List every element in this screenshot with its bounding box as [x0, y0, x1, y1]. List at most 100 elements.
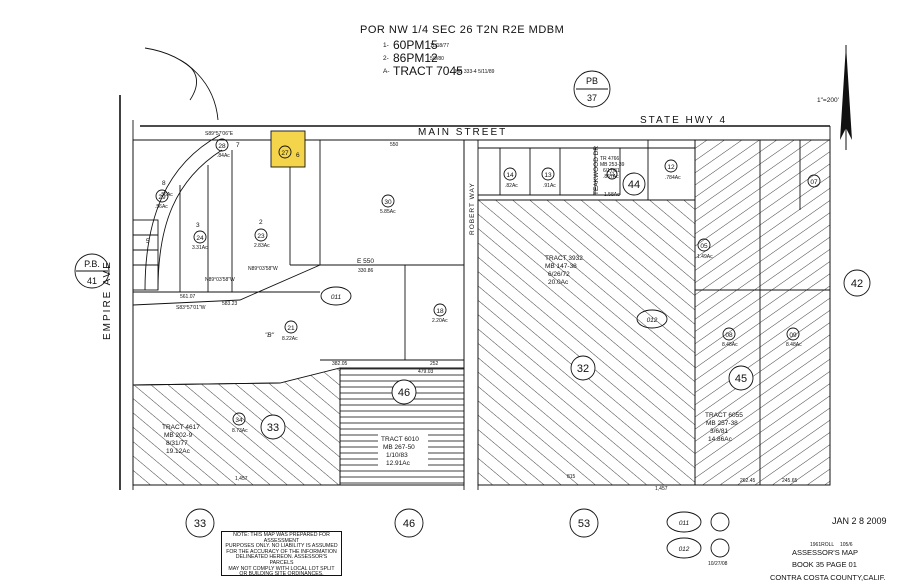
svg-text:14: 14 — [506, 172, 514, 179]
svg-text:45: 45 — [735, 373, 747, 385]
note-line-1: NOTE: THIS MAP WAS PREPARED FOR ASSESSME… — [233, 532, 330, 544]
svg-text:561.07: 561.07 — [180, 294, 196, 300]
lot-8-acres: .56Ac — [160, 192, 173, 198]
parcel-34[interactable]: 348.73Ac — [232, 412, 248, 434]
parcel-18[interactable]: 182.20Ac — [432, 303, 448, 324]
svg-text:1,457: 1,457 — [655, 486, 668, 492]
neighbor-page-33: 33 — [185, 508, 215, 538]
tract-6055-area — [694, 139, 831, 486]
svg-text:46: 46 — [398, 387, 410, 399]
svg-text:8.48Ac: 8.48Ac — [722, 342, 738, 348]
parcel-12[interactable]: 12 .784Ac — [664, 159, 681, 181]
parcel-27[interactable]: 27 6 — [278, 145, 300, 159]
dimension-labels: 550 S89°57'06"E N89°03'58"W S83°57'01"W … — [176, 131, 798, 492]
svg-text:.91Ac: .91Ac — [543, 183, 556, 189]
parcel-29[interactable]: 29.56Ac — [155, 189, 169, 210]
note-line-3: FOR THE ACCURACY OF THE INFORMATION — [226, 548, 337, 555]
svg-text:N89°03'58"W: N89°03'58"W — [248, 266, 278, 272]
pb-41-marker: P.B. 41 — [74, 253, 110, 289]
svg-text:05: 05 — [700, 243, 708, 250]
pb-left-label: P.B. — [84, 259, 100, 269]
svg-text:27: 27 — [281, 150, 289, 157]
parcel-24[interactable]: 24 3.31Ac — [192, 230, 208, 251]
svg-text:19.12Ac: 19.12Ac — [166, 448, 191, 455]
note-line-2: PURPOSES ONLY. NO LIABILITY IS ASSUMED — [225, 543, 338, 550]
robert-way-label: ROBERT WAY — [469, 182, 476, 235]
svg-text:24: 24 — [196, 235, 204, 242]
pb-37-marker: PB 37 — [573, 70, 611, 108]
lot-3-label: 3 — [196, 222, 200, 229]
parcel-11[interactable]: 111.58Ac — [604, 168, 620, 198]
ref-2-num: 2- — [383, 55, 389, 62]
svg-text:33: 33 — [267, 422, 279, 434]
stamp-date: JAN 2 8 2009 — [832, 516, 887, 526]
main-street-label: MAIN STREET — [418, 127, 507, 138]
svg-text:1,457: 1,457 — [235, 476, 248, 482]
svg-text:18: 18 — [436, 308, 444, 315]
map-footer: 1961ROLL 105/6 ASSESSOR'S MAP BOOK 35 PA… — [770, 542, 886, 582]
svg-text:42: 42 — [851, 278, 863, 290]
svg-text:21: 21 — [287, 325, 295, 332]
lot-5-label: 5 — [146, 238, 150, 245]
legend-date: 10/27/08 — [708, 561, 728, 567]
svg-text:5.85Ac: 5.85Ac — [380, 209, 396, 215]
svg-text:S89°57'06"E: S89°57'06"E — [205, 131, 234, 137]
svg-text:N89°03'58"W: N89°03'58"W — [205, 277, 235, 283]
svg-text:TRACT 4617: TRACT 4617 — [162, 424, 200, 431]
parcel-30[interactable]: 30 5.85Ac — [380, 194, 396, 215]
svg-text:BOOK 35 PAGE 01: BOOK 35 PAGE 01 — [792, 560, 857, 569]
ref-1-code: 60PM15 — [393, 38, 438, 52]
parcel-07[interactable]: 07 — [807, 174, 821, 188]
hatched-tracts — [132, 139, 831, 486]
svg-text:53: 53 — [578, 518, 590, 530]
parcel-13[interactable]: 13 .91Ac — [541, 167, 556, 189]
svg-text:S83°57'01"W: S83°57'01"W — [176, 305, 206, 311]
svg-text:TR 4766: TR 4766 — [600, 156, 619, 162]
svg-text:382.05: 382.05 — [332, 361, 348, 367]
disclaimer-note: NOTE: THIS MAP WAS PREPARED FOR ASSESSME… — [221, 531, 342, 577]
note-line-5: MAY NOT COMPLY WITH LOCAL LOT SPLIT — [228, 565, 335, 572]
svg-text:MB 147-38: MB 147-38 — [545, 263, 577, 270]
svg-text:011: 011 — [679, 520, 690, 527]
svg-text:CONTRA COSTA COUNTY,CALIF.: CONTRA COSTA COUNTY,CALIF. — [770, 573, 886, 582]
parcel-21[interactable]: 218.22Ac — [282, 320, 298, 342]
svg-text:.784Ac: .784Ac — [665, 175, 681, 181]
lot-8-label: 8 — [162, 180, 166, 187]
tract-3932-label: TRACT 3932 MB 147-38 6/26/72 20.0Ac — [545, 255, 583, 286]
svg-text:583.23: 583.23 — [222, 301, 238, 307]
svg-text:MB 202-9: MB 202-9 — [164, 432, 193, 439]
svg-text:28: 28 — [218, 143, 226, 150]
svg-text:MB 257-38: MB 257-38 — [706, 420, 738, 427]
svg-text:46: 46 — [403, 518, 415, 530]
svg-text:8.48Ac: 8.48Ac — [786, 342, 802, 348]
parcel-08[interactable]: 088.48Ac — [722, 327, 738, 348]
tract-6055-label: TRACT 6055 MB 257-38 3/6/81 14.86Ac — [705, 412, 743, 443]
svg-text:3.31Ac: 3.31Ac — [192, 245, 208, 251]
svg-text:TRACT 3932: TRACT 3932 — [545, 255, 583, 262]
svg-text:6: 6 — [296, 152, 300, 159]
block-011: 011 — [320, 286, 352, 306]
parcel-09[interactable]: 09 8.48Ac — [786, 327, 802, 348]
e-550-label: E 550 — [357, 258, 374, 265]
svg-text:33: 33 — [194, 518, 206, 530]
svg-text:12: 12 — [667, 164, 675, 171]
parcel-14[interactable]: 14.82Ac — [503, 167, 518, 189]
pb-left-value: 41 — [87, 276, 97, 286]
parcel-28[interactable]: 28.84Ac — [215, 138, 230, 159]
neighbor-page-46: 46 — [394, 508, 424, 538]
block-012: 012 — [636, 309, 668, 329]
svg-text:09: 09 — [789, 332, 797, 339]
highlighted-parcel-27[interactable] — [270, 130, 306, 168]
parcel-23[interactable]: 232.83Ac — [254, 228, 270, 249]
svg-text:13: 13 — [544, 172, 552, 179]
svg-text:6/26/72: 6/26/72 — [548, 271, 570, 278]
svg-text:32: 32 — [577, 363, 589, 375]
svg-text:1.58Ac: 1.58Ac — [604, 192, 620, 198]
pb-top-value: 37 — [587, 93, 597, 103]
block-33: 33 — [260, 414, 286, 440]
svg-text:30: 30 — [384, 199, 392, 206]
parcel-05[interactable]: 051.49Ac — [697, 238, 713, 260]
block-32: 32 — [570, 355, 596, 381]
svg-text:011: 011 — [331, 294, 342, 301]
